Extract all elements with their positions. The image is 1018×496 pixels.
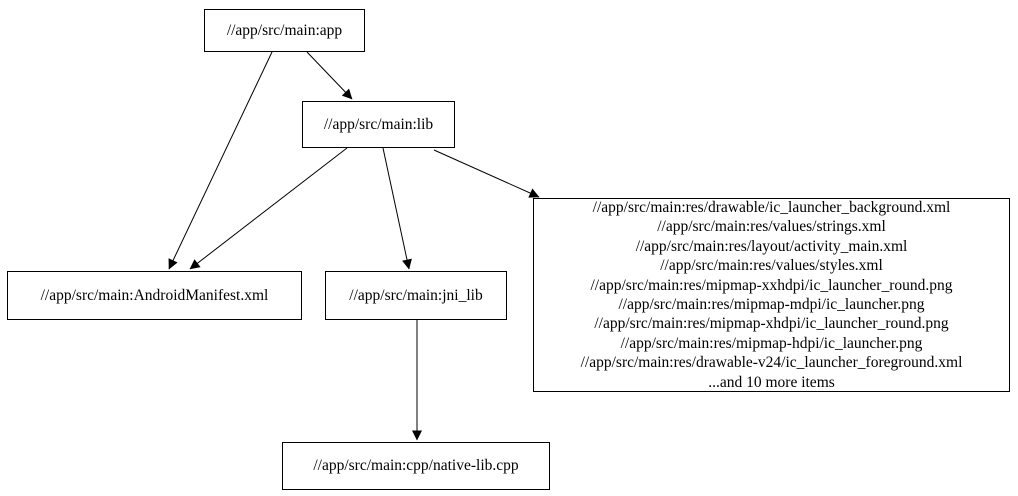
node-app: //app/src/main:app [204,9,365,52]
node-label: //app/src/main:res/mipmap-hdpi/ic_launch… [620,334,923,352]
node-label: //app/src/main:lib [323,115,434,133]
node-native-lib-cpp: //app/src/main:cpp/native-lib.cpp [282,442,550,490]
edge-lib-to-resources [433,149,540,198]
edge-lib-to-manifest [189,147,348,270]
node-lib: //app/src/main:lib [302,101,455,148]
node-label: //app/src/main:res/mipmap-xxhdpi/ic_laun… [590,276,953,294]
node-label: //app/src/main:res/drawable-v24/ic_launc… [580,354,963,372]
node-label: //app/src/main:app [226,21,343,39]
node-label: //app/src/main:res/mipmap-xhdpi/ic_launc… [594,315,949,333]
node-android-manifest: //app/src/main:AndroidManifest.xml [7,271,302,320]
node-label: //app/src/main:res/mipmap-mdpi/ic_launch… [618,296,925,313]
edge-lib-to-jni_lib [382,147,412,270]
node-label: //app/src/main:jni_lib [349,286,483,304]
node-label: ...and 10 more items [708,373,835,391]
node-label: //app/src/main:res/layout/activity_main.… [635,237,908,255]
node-label: //app/src/main:res/drawable/ic_launcher_… [592,198,951,216]
edge-app-to-manifest [168,51,273,270]
edge-app-to-lib [306,51,353,100]
node-label: //app/src/main:cpp/native-lib.cpp [313,457,519,475]
node-jni-lib: //app/src/main:jni_lib [325,271,507,320]
node-label: //app/src/main:res/values/strings.xml [657,218,886,236]
node-resource-file-list: //app/src/main:res/drawable/ic_launcher_… [533,198,1010,392]
node-label: //app/src/main:res/values/styles.xml [660,257,883,275]
node-label: //app/src/main:AndroidManifest.xml [40,286,269,304]
